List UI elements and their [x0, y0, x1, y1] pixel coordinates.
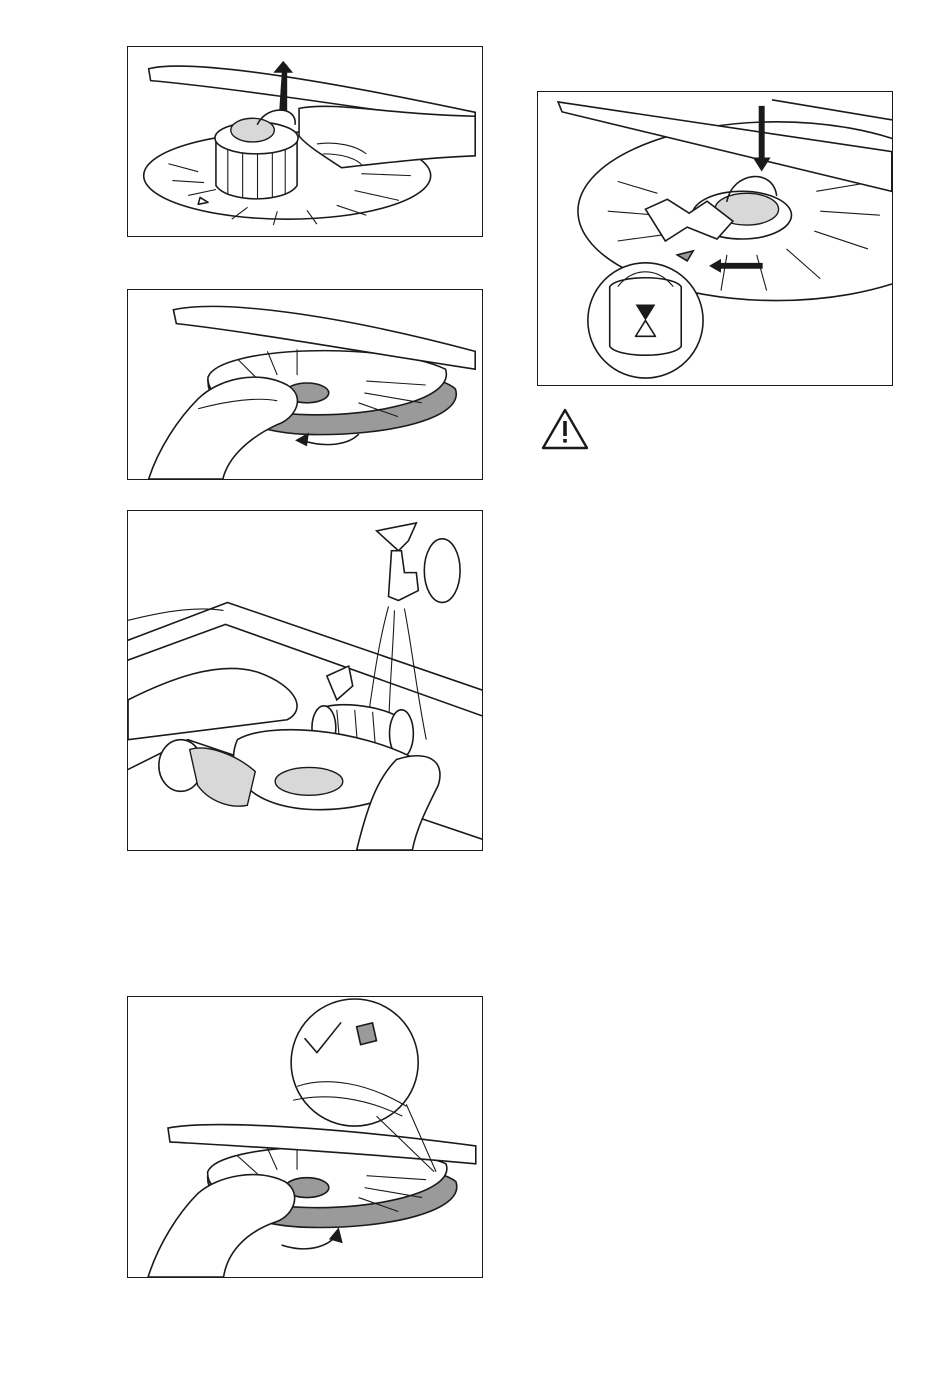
lock-filter-drawing: [538, 92, 892, 385]
remove-filter-illustration: [127, 46, 483, 237]
rinse-filters-under-tap-illustration: [127, 510, 483, 851]
refit-flat-filter-drawing: [128, 997, 482, 1277]
rinse-filters-drawing: [128, 511, 482, 850]
turn-flat-filter-illustration: [127, 289, 483, 480]
refit-flat-filter-illustration: [127, 996, 483, 1278]
warning-triangle-icon: [541, 408, 589, 450]
lock-filter-illustration: [537, 91, 893, 386]
turn-flat-filter-drawing: [128, 290, 482, 479]
remove-filter-drawing: [128, 47, 482, 236]
